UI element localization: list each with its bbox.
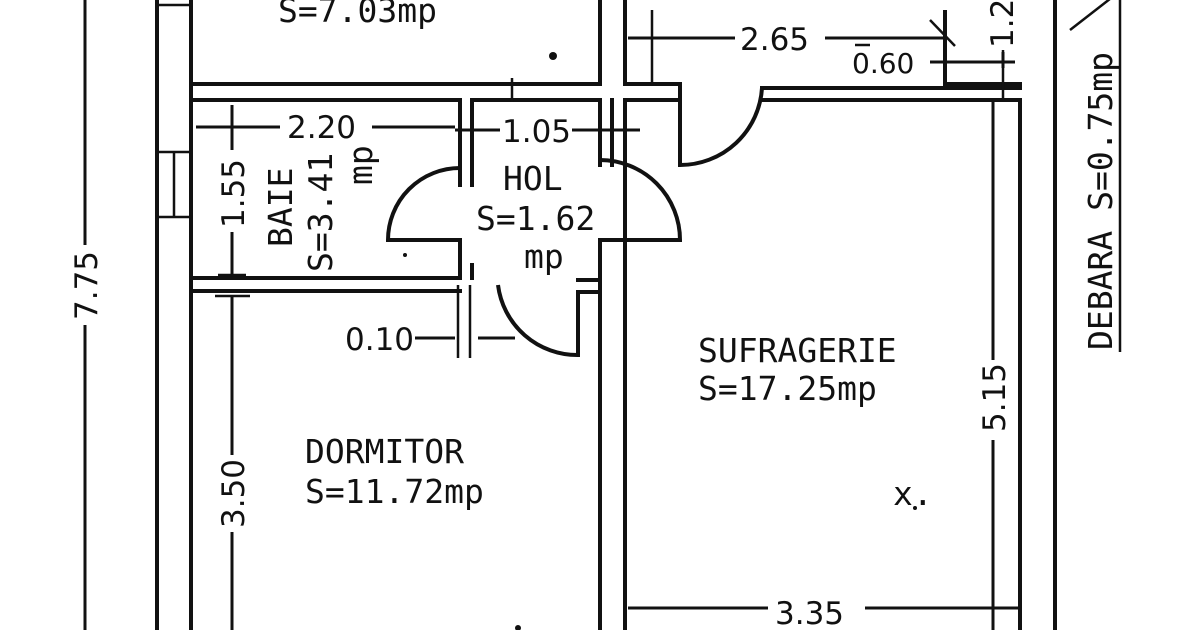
dim-wall-thickness: 0.10	[345, 322, 414, 358]
dim-total-height: 7.75	[69, 251, 105, 320]
dim-sufragerie-height: 5.15	[977, 363, 1013, 432]
baie-name: BAIE	[261, 168, 300, 247]
x-mark: x.	[893, 474, 933, 513]
hol-unit: mp	[524, 237, 564, 276]
dim-baie-width: 2.20	[287, 110, 356, 146]
debara-area: S=0.75mp	[1081, 52, 1120, 211]
specks	[403, 52, 917, 630]
dim-niche-height: 1.2	[985, 0, 1021, 48]
baie-area-label: S=3.41	[301, 153, 340, 272]
dim-niche-width: 0.60	[852, 47, 914, 80]
baie-unit-label: mp	[341, 145, 380, 185]
doors	[385, 84, 764, 358]
svg-text:DEBARA S=0.75mp: DEBARA S=0.75mp	[1081, 52, 1120, 350]
sufragerie-area: S=17.25mp	[698, 369, 877, 408]
hol-area: S=1.62	[476, 199, 595, 238]
baie-unit: mp	[341, 145, 380, 185]
dim-sufragerie-width: 3.35	[775, 596, 844, 630]
dormitor-name: DORMITOR	[305, 432, 464, 471]
dim-hol-width: 1.05	[502, 114, 571, 150]
dimension-labels: 7.75 3.50 1.55 2.20 1.05 0.10 2.65 0.60 …	[69, 0, 1021, 630]
room-labels: S=7.03mp BAIE S=3.41 mp HOL S=1.62 mp DO…	[261, 0, 1120, 513]
sufragerie-name: SUFRAGERIE	[698, 331, 897, 370]
debara-name: DEBARA	[1081, 231, 1120, 350]
dim-baie-height: 1.55	[216, 159, 252, 228]
top-room-area: S=7.03mp	[278, 0, 437, 30]
baie-area: S=3.41	[301, 153, 340, 272]
hol-name: HOL	[503, 159, 563, 198]
dimension-lines	[83, 0, 1122, 630]
interior-walls	[189, 0, 1022, 630]
dim-kitchen-width: 2.65	[740, 22, 809, 58]
baie-label: BAIE	[261, 168, 300, 247]
debara-label: DEBARA S=0.75mp	[1081, 52, 1120, 350]
dormitor-area: S=11.72mp	[305, 472, 484, 511]
exterior-walls	[155, 0, 1057, 630]
dim-dormitor-height: 3.50	[216, 459, 252, 528]
